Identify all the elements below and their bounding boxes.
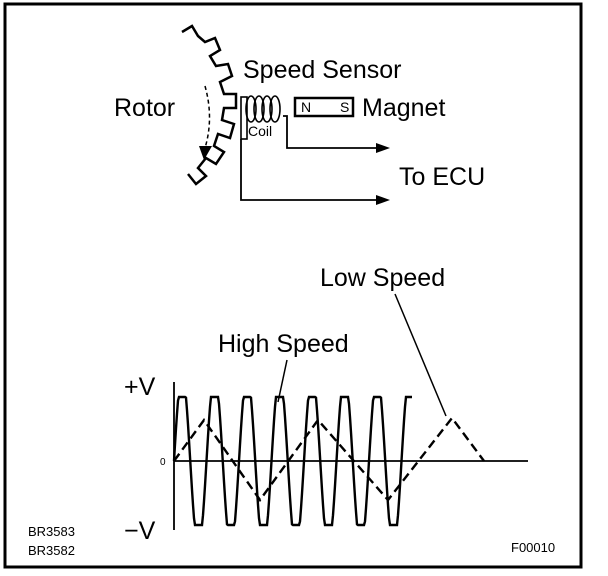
rotation-arrow — [204, 85, 211, 149]
wire-upper — [283, 115, 378, 149]
figure-frame — [3, 2, 583, 569]
minus-v-label: −V — [124, 517, 156, 545]
rotor-teeth — [181, 24, 238, 186]
plus-v-label: +V — [124, 373, 156, 401]
rotor-label: Rotor — [114, 94, 175, 122]
high-speed-waveform — [172, 395, 412, 527]
high-speed-leader — [277, 359, 288, 403]
magnet-south: S — [340, 99, 349, 115]
low-speed-label: Low Speed — [320, 264, 445, 292]
coil-label: Coil — [248, 123, 272, 139]
code-br3583: BR3583 — [28, 524, 75, 539]
code-br3582: BR3582 — [28, 543, 75, 558]
low-speed-leader — [394, 293, 447, 417]
speed-sensor-label: Speed Sensor — [243, 56, 401, 84]
pole-piece — [240, 96, 248, 140]
wire-lower-arrow — [376, 195, 390, 205]
coil — [245, 95, 281, 123]
low-speed-waveform — [173, 416, 485, 503]
wire-upper-arrow — [376, 143, 390, 153]
to-ecu-label: To ECU — [399, 163, 485, 191]
rotation-arrow-head — [199, 146, 212, 160]
code-f00010: F00010 — [511, 540, 555, 555]
wire-lower — [240, 139, 378, 201]
high-speed-label: High Speed — [218, 330, 349, 358]
zero-label: 0 — [160, 457, 166, 468]
magnet-north: N — [301, 99, 311, 115]
magnet-label: Magnet — [362, 94, 445, 122]
magnet — [293, 96, 355, 118]
